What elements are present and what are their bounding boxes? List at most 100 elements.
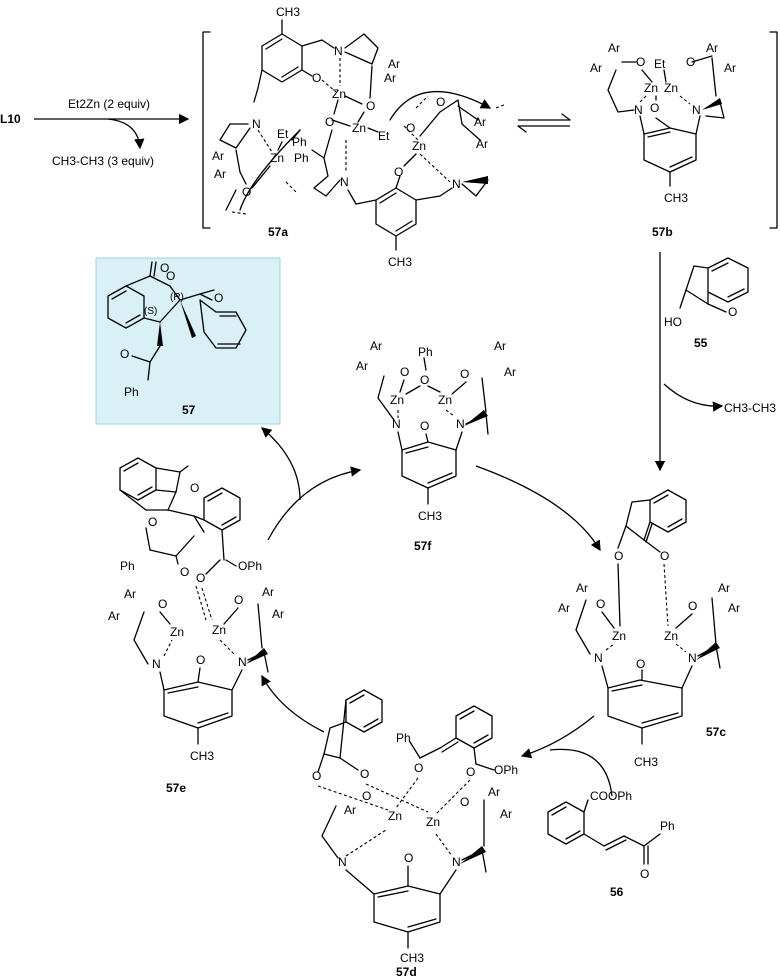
svg-text:CH3: CH3	[418, 509, 442, 523]
arrow-57f-57c	[475, 465, 601, 552]
svg-text:Ph: Ph	[292, 135, 307, 149]
svg-text:N: N	[594, 651, 603, 665]
svg-text:O: O	[190, 481, 199, 495]
svg-text:COOPh: COOPh	[590, 789, 632, 803]
byproduct1-label: CH3-CH3 (3 equiv)	[52, 154, 154, 168]
svg-text:Ar: Ar	[474, 115, 486, 129]
svg-text:Et: Et	[277, 127, 289, 141]
svg-text:OPh: OPh	[238, 559, 262, 573]
svg-text:N: N	[392, 417, 401, 431]
svg-text:Ar: Ar	[124, 587, 136, 601]
svg-text:O: O	[460, 795, 469, 809]
svg-text:Ph: Ph	[660, 819, 675, 833]
svg-text:(R): (R)	[170, 292, 184, 303]
svg-text:OPh: OPh	[494, 763, 518, 777]
byproduct2-arrow	[663, 383, 724, 412]
complex-57a: CH3 N Ar Ar O Zn O O Zn Et N Zn Et Ar Ar	[212, 5, 507, 269]
label-55: 55	[694, 336, 708, 350]
svg-text:N: N	[340, 175, 349, 189]
svg-text:O: O	[362, 789, 371, 803]
svg-text:O: O	[394, 165, 403, 179]
arrow-56-in	[549, 748, 613, 797]
svg-text:Zn: Zn	[438, 393, 452, 407]
svg-text:(S): (S)	[144, 306, 157, 317]
svg-text:Zn: Zn	[270, 151, 284, 165]
label-57f: 57f	[414, 539, 432, 553]
complex-57f: Ar Ar Ph O O Zn Zn O Ar Ar N O N CH3 57f	[356, 339, 516, 553]
svg-text:O: O	[460, 367, 469, 381]
label-57b: 57b	[652, 225, 673, 239]
svg-text:O: O	[728, 305, 737, 319]
right-bracket	[769, 31, 778, 229]
svg-text:O: O	[166, 269, 175, 283]
svg-text:Ph: Ph	[396, 731, 411, 745]
svg-text:O: O	[636, 55, 645, 69]
svg-text:Ar: Ar	[384, 71, 396, 85]
svg-text:CH3: CH3	[190, 749, 214, 763]
svg-text:HO: HO	[664, 315, 682, 329]
svg-text:O: O	[366, 99, 375, 113]
svg-text:Zn: Zn	[412, 139, 426, 153]
svg-text:N: N	[252, 117, 261, 131]
svg-text:O: O	[180, 565, 189, 579]
svg-text:O: O	[148, 515, 157, 529]
svg-text:Ar: Ar	[476, 137, 488, 151]
svg-text:Ar: Ar	[608, 41, 620, 55]
product-57: O O (S) (R) O O Ph 57	[107, 261, 247, 417]
compound-56: COOPh Ph O 56	[547, 789, 675, 899]
complex-57d: O O Ph O O OPh Ar O Zn Zn O Ar Ar N O N	[312, 689, 518, 978]
svg-text:N: N	[688, 651, 697, 665]
svg-text:O: O	[650, 101, 659, 115]
svg-text:Ph: Ph	[294, 151, 309, 165]
svg-text:Zn: Zn	[388, 809, 402, 823]
svg-text:Ar: Ar	[504, 365, 516, 379]
svg-text:O: O	[158, 597, 167, 611]
svg-text:Zn: Zn	[170, 625, 184, 639]
svg-text:N: N	[334, 44, 343, 58]
svg-text:O: O	[404, 851, 413, 865]
svg-text:N: N	[452, 855, 461, 869]
svg-text:CH3: CH3	[276, 5, 300, 19]
svg-text:Ar: Ar	[356, 359, 368, 373]
svg-text:O: O	[614, 549, 623, 563]
byproduct-arrow	[107, 118, 145, 150]
svg-text:CH3: CH3	[388, 255, 412, 269]
svg-text:N: N	[452, 177, 461, 191]
svg-text:CH3: CH3	[664, 191, 688, 205]
svg-text:O: O	[312, 769, 321, 783]
label-57e: 57e	[166, 781, 186, 795]
svg-text:Ph: Ph	[418, 345, 433, 359]
svg-text:O: O	[414, 761, 423, 775]
svg-text:O: O	[400, 365, 409, 379]
svg-text:Ar: Ar	[370, 339, 382, 353]
ligand-label: L10	[0, 112, 21, 126]
svg-text:O: O	[242, 185, 251, 199]
svg-text:O: O	[214, 291, 223, 305]
svg-text:O: O	[406, 121, 415, 135]
svg-text:O: O	[160, 261, 169, 275]
svg-text:Zn: Zn	[664, 81, 678, 95]
complex-57c: O O Ar Ar O Zn Zn O Ar Ar N O N CH3 57c	[558, 489, 740, 769]
arrow-57c-57d	[520, 715, 595, 759]
label-57a: 57a	[268, 225, 288, 239]
svg-text:O: O	[120, 347, 129, 361]
svg-text:O: O	[420, 373, 429, 387]
svg-text:O: O	[196, 653, 205, 667]
svg-text:CH3: CH3	[634, 755, 658, 769]
product-box	[95, 257, 281, 425]
reagent-label: Et2Zn (2 equiv)	[68, 97, 150, 111]
svg-text:Ar: Ar	[344, 803, 356, 817]
complex-57b: Ar Ar O Zn Et Zn O Ar Ar N O N CH3 57b	[590, 41, 736, 239]
svg-text:Ar: Ar	[272, 607, 284, 621]
svg-text:Ar: Ar	[500, 807, 512, 821]
svg-text:O: O	[660, 549, 669, 563]
arrow-57d-57e	[261, 674, 325, 733]
svg-text:O: O	[360, 767, 369, 781]
svg-text:N: N	[634, 103, 643, 117]
svg-text:Ar: Ar	[590, 61, 602, 75]
label-56: 56	[610, 885, 624, 899]
complex-57e: O O Ph O O OPh Ar Ar O Zn Zn O Ar Ar N	[108, 457, 284, 795]
arrow-57e-57f-57	[267, 466, 362, 541]
svg-text:O: O	[325, 115, 334, 129]
